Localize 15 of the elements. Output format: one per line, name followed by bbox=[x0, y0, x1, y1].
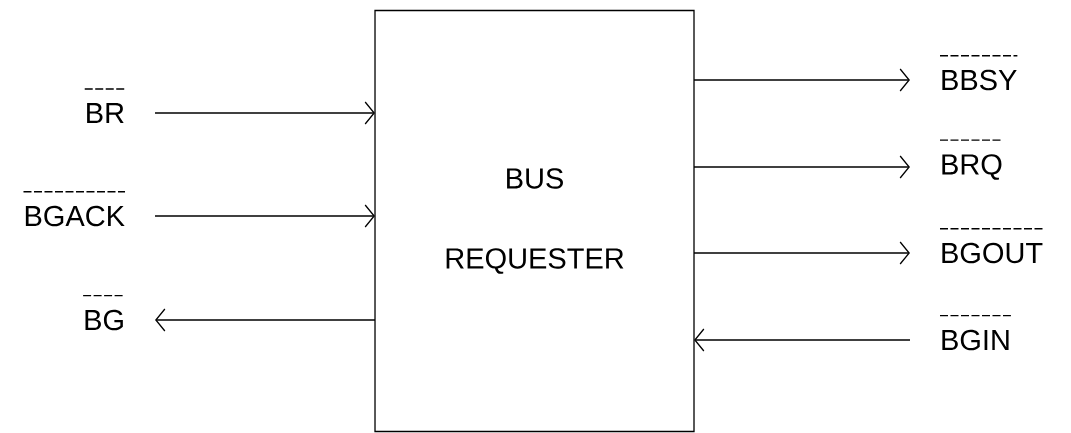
arrow bbox=[693, 68, 910, 92]
signal-label: BBSY bbox=[942, 69, 1017, 91]
signal-label: BR bbox=[87, 103, 124, 123]
arrow bbox=[693, 241, 910, 265]
arrow bbox=[693, 155, 910, 179]
arrow bbox=[694, 328, 911, 352]
signal-label: BGIN bbox=[942, 329, 1009, 351]
signal-label: BGOUT bbox=[942, 242, 1043, 264]
signal-label: BGACK bbox=[25, 205, 125, 227]
arrow bbox=[154, 101, 375, 125]
signal-label: BRQ bbox=[942, 154, 1002, 180]
arrow bbox=[155, 308, 376, 332]
block-box: BUS REQUESTER bbox=[374, 9, 695, 433]
signal-label: BG bbox=[85, 309, 123, 331]
arrow bbox=[154, 204, 375, 228]
